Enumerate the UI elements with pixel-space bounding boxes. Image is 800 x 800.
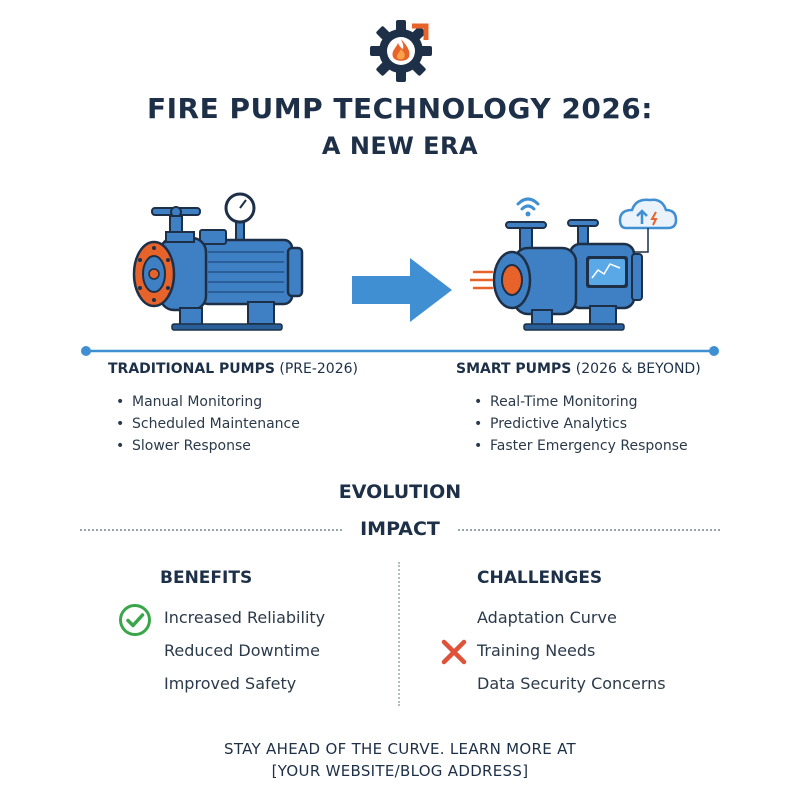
traditional-list: Manual Monitoring Scheduled Maintenance … (116, 391, 300, 457)
list-item: Faster Emergency Response (474, 435, 688, 457)
page-title-line1: FIRE PUMP TECHNOLOGY 2026: (147, 92, 653, 125)
list-item: Increased Reliability (164, 608, 326, 627)
traditional-heading-period: (PRE-2026) (274, 361, 358, 377)
traditional-heading-bold: TRADITIONAL PUMPS (108, 361, 275, 377)
list-item: Scheduled Maintenance (116, 413, 300, 435)
check-circle-icon (119, 604, 151, 636)
list-item: Slower Response (116, 435, 300, 457)
divider-right (458, 529, 720, 531)
benefits-heading: BENEFITS (160, 568, 253, 588)
list-item: Manual Monitoring (116, 391, 300, 413)
page-title-line2: A NEW ERA (321, 132, 479, 160)
smart-pump-illustration (470, 197, 678, 331)
smart-heading-bold: SMART PUMPS (456, 361, 572, 377)
list-item: Adaptation Curve (477, 608, 617, 627)
impact-label: IMPACT (360, 518, 440, 540)
red-x-icon (441, 639, 467, 665)
divider-left (80, 529, 342, 531)
traditional-heading: TRADITIONAL PUMPS (PRE-2026) (108, 361, 358, 377)
evolution-label: EVOLUTION (338, 481, 462, 503)
list-item: Training Needs (477, 641, 596, 660)
vertical-divider (398, 562, 400, 706)
timeline-line (81, 346, 719, 356)
footer-cta: STAY AHEAD OF THE CURVE. LEARN MORE AT (224, 740, 576, 758)
list-item: Reduced Downtime (164, 641, 320, 660)
gear-flame-icon (370, 20, 432, 82)
list-item: Predictive Analytics (474, 413, 688, 435)
smart-heading-period: (2026 & BEYOND) (571, 361, 701, 377)
list-item: Data Security Concerns (477, 674, 666, 693)
smart-list: Real-Time Monitoring Predictive Analytic… (474, 391, 688, 457)
footer-website[interactable]: [YOUR WEBSITE/BLOG ADDRESS] (271, 762, 529, 780)
traditional-pump-illustration (132, 192, 304, 331)
benefits-list: Increased Reliability Reduced Downtime I… (164, 601, 325, 700)
challenges-list: Adaptation Curve Training Needs Data Sec… (477, 601, 666, 700)
list-item: Real-Time Monitoring (474, 391, 688, 413)
right-arrow-icon (352, 258, 452, 322)
challenges-heading: CHALLENGES (477, 568, 603, 588)
smart-heading: SMART PUMPS (2026 & BEYOND) (456, 361, 701, 377)
list-item: Improved Safety (164, 674, 297, 693)
